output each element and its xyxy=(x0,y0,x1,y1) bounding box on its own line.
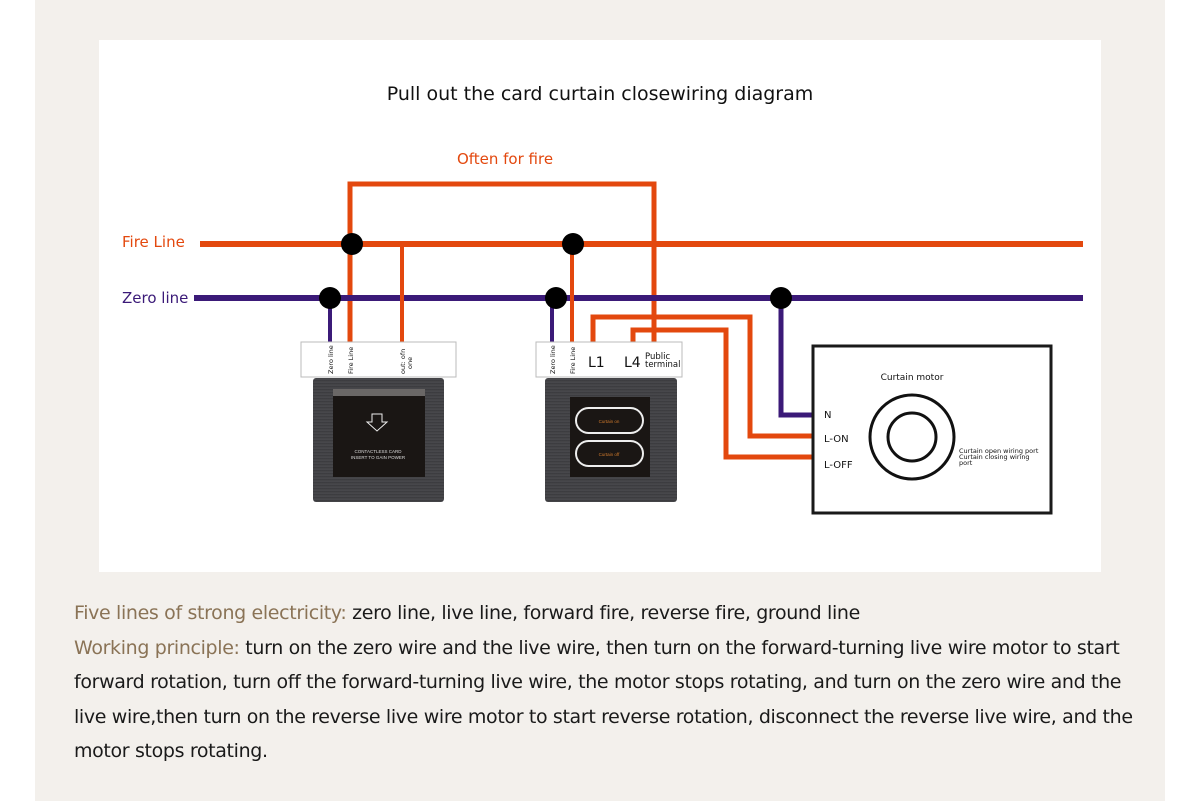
fire-line-label: Fire Line xyxy=(122,233,185,251)
principle-key: Working principle: xyxy=(74,636,240,659)
curtain-off-label: Curtain off xyxy=(599,452,620,457)
often-for-fire-label: Often for fire xyxy=(457,150,553,168)
motor-note: port xyxy=(959,459,973,467)
port-loff-label: L-OFF xyxy=(824,460,853,471)
terminal-l1-label: L1 xyxy=(588,355,605,371)
port-lon-label: L-ON xyxy=(824,434,849,445)
principle-text: turn on the zero wire and the live wire,… xyxy=(74,636,1133,763)
port-n-label: N xyxy=(824,410,831,421)
public-terminal-label: Public xyxy=(645,352,670,362)
diagram-title: Pull out the card curtain closewiring di… xyxy=(387,83,814,105)
card-switch: CONTACTLESS CARD INSERT TO GAIN POWER xyxy=(313,378,444,502)
junction-dot xyxy=(341,233,363,255)
zero-line-label: Zero line xyxy=(122,289,188,307)
card-face-text: INSERT TO GAIN POWER xyxy=(351,455,406,460)
arrow-down-icon xyxy=(365,413,389,432)
junction-dot xyxy=(545,287,567,309)
l1-to-lon-wire xyxy=(590,314,815,439)
description: Five lines of strong electricity: zero l… xyxy=(74,596,1134,769)
terminal-l4-label: L4 xyxy=(624,355,641,371)
motor-outer-ring xyxy=(868,393,956,481)
curtain-off-button[interactable] xyxy=(575,440,644,467)
card-switch-face xyxy=(333,389,425,477)
curtain-on-label: Curtain on xyxy=(599,419,620,424)
terminal-label: out: ofn xyxy=(399,349,407,374)
motor-note: Curtain closing wiring xyxy=(959,453,1030,461)
curtain-switch-terminals: Zero line Fire Line L1 L4 Public termina… xyxy=(535,341,683,378)
often-fire-wire xyxy=(347,181,657,345)
terminal-label: Fire Line xyxy=(347,347,355,374)
l4-to-loff-wire xyxy=(630,327,815,460)
junction-dot xyxy=(770,287,792,309)
terminal-label: Zero line xyxy=(549,345,557,374)
junction-dot xyxy=(562,233,584,255)
card-switch-terminals: Zero line Fire Line out: ofn one xyxy=(300,341,457,378)
strong-lines-key: Five lines of strong electricity: xyxy=(74,602,347,624)
terminal-label: Fire Line xyxy=(569,347,577,374)
motor-note: Curtain open wiring port xyxy=(959,447,1039,455)
motor-title: Curtain motor xyxy=(881,373,944,383)
curtain-on-button[interactable] xyxy=(575,407,644,434)
terminal-label: Zero line xyxy=(327,345,335,374)
zero-to-n-wire xyxy=(778,298,815,418)
curtain-switch: Curtain on Curtain off xyxy=(545,378,677,502)
junction-dot xyxy=(319,287,341,309)
strong-lines-paragraph: Five lines of strong electricity: zero l… xyxy=(74,596,1134,631)
principle-paragraph: Working principle: turn on the zero wire… xyxy=(74,631,1134,769)
card-face-text: CONTACTLESS CARD xyxy=(355,449,403,454)
motor-inner-ring xyxy=(886,411,938,463)
public-terminal-label: terminal xyxy=(645,360,681,370)
terminal-label: one xyxy=(406,357,414,369)
strong-lines-text: zero line, live line, forward fire, reve… xyxy=(346,602,860,624)
curtain-motor: Curtain motor N L-ON L-OFF Curtain open … xyxy=(811,344,1053,515)
